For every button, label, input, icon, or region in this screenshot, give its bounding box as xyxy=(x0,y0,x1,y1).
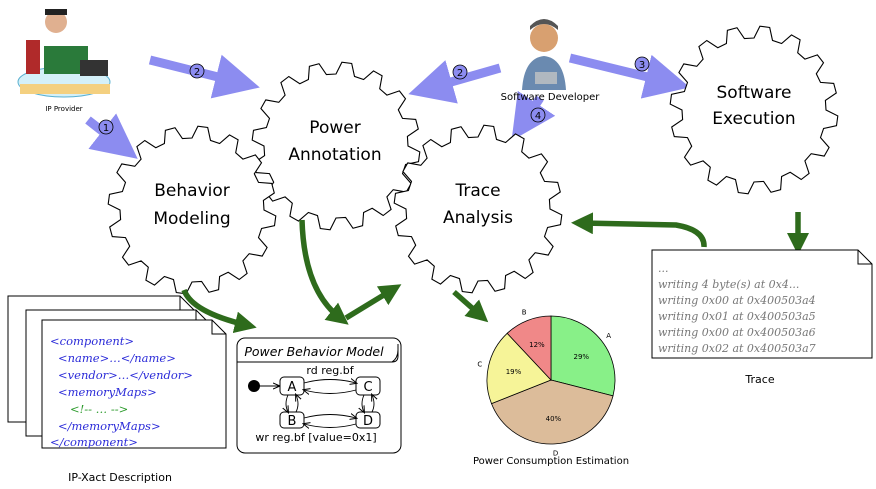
pie-slice-d xyxy=(490,379,614,445)
trace-line-ellipsis: ... xyxy=(658,262,669,275)
state-d xyxy=(355,411,381,429)
state-transitions xyxy=(286,380,374,428)
state-a-label: A xyxy=(288,380,297,395)
pie-label-d: D xyxy=(553,449,558,457)
arrow-developer-to-execution xyxy=(568,53,690,99)
gear-trace-analysis xyxy=(393,124,563,294)
gear-label-trace: Trace xyxy=(454,181,500,201)
trace-line-2: writing 0x00 at 0x400503a4 xyxy=(658,294,816,307)
gear-label-power: Power xyxy=(309,118,360,138)
pie-label-b: B xyxy=(522,309,527,317)
trace-line-4: writing 0x00 at 0x400503a6 xyxy=(658,326,816,339)
trace-line-5: writing 0x02 at 0x400503a7 xyxy=(658,342,816,355)
power-model-title: Power Behavior Model xyxy=(244,344,384,359)
ip-provider-illustration xyxy=(17,9,111,98)
state-a xyxy=(279,376,305,396)
xml-line-name: <name>…</name> xyxy=(58,351,176,365)
gear-label-modeling: Modeling xyxy=(153,209,230,229)
trace-line-1: writing 4 byte(s) at 0x4... xyxy=(658,278,799,291)
gear-label-behavior: Behavior xyxy=(154,181,230,201)
arrow-trace-to-analysis xyxy=(571,212,707,248)
green-arrows xyxy=(181,212,809,334)
pie-percent-b: 12% xyxy=(529,341,545,349)
arrow-annotation-to-model xyxy=(299,219,349,325)
trace-document xyxy=(651,249,873,359)
pie-title: Power Consumption Estimation xyxy=(473,456,629,467)
step-markers: 1 2 2 3 4 xyxy=(98,56,650,135)
pie-slice-b xyxy=(506,315,552,382)
step-2-developer: 2 xyxy=(457,68,463,79)
xml-line-component-open: <component> xyxy=(50,334,134,348)
xml-line-memorymaps-close: </memoryMaps> xyxy=(58,419,161,433)
xml-line-memorymaps-open: <memoryMaps> xyxy=(58,385,157,399)
pie-slice-a xyxy=(550,315,616,397)
pie-percent-c: 19% xyxy=(506,368,522,376)
power-model-bottom-label: wr reg.bf [value=0x1] xyxy=(255,431,376,444)
state-d-label: D xyxy=(363,414,373,429)
gear-label-execution: Execution xyxy=(712,109,795,129)
software-developer-illustration xyxy=(522,19,566,90)
step-3: 3 xyxy=(639,60,645,71)
initial-state-dot xyxy=(248,380,260,392)
state-b-label: B xyxy=(288,414,297,429)
step-4: 4 xyxy=(535,111,541,122)
gear-label-annotation: Annotation xyxy=(288,145,381,165)
pie-label-c: C xyxy=(477,361,482,369)
pie-percent-d: 40% xyxy=(546,415,562,423)
pie-percent-a: 29% xyxy=(574,353,590,361)
ip-provider-label: IP Provider xyxy=(45,105,82,113)
ipxact-documents xyxy=(7,295,227,449)
trace-caption: Trace xyxy=(744,373,774,386)
blue-arrows xyxy=(85,53,690,159)
state-c xyxy=(355,376,381,396)
arrow-developer-to-annotation xyxy=(408,60,502,104)
xml-line-comment: <!-- … --> xyxy=(70,402,128,416)
arrow-analysis-to-estimation xyxy=(452,289,489,323)
xml-line-vendor: <vendor>…</vendor> xyxy=(58,368,193,382)
software-developer-label: Software Developer xyxy=(501,92,601,103)
pie-label-a: A xyxy=(606,332,611,340)
gear-software-execution xyxy=(669,25,839,195)
power-model-top-label: rd reg.bf xyxy=(306,364,354,377)
gear-label-analysis: Analysis xyxy=(443,208,513,228)
pie-slice-c xyxy=(486,332,552,405)
step-2-provider: 2 xyxy=(194,67,200,78)
xml-line-component-close: </component> xyxy=(50,435,138,449)
step-1: 1 xyxy=(103,123,109,134)
state-b xyxy=(279,411,305,429)
trace-line-3: writing 0x01 at 0x400503a5 xyxy=(658,310,816,323)
gear-label-software: Software xyxy=(717,83,792,103)
gear-behavior-modeling xyxy=(107,125,277,295)
gear-power-annotation xyxy=(251,61,421,231)
state-c-label: C xyxy=(363,380,372,395)
power-consumption-pie: 29% A 40% D 19% C 12% B xyxy=(477,309,616,457)
ipxact-front-page xyxy=(41,319,227,449)
ipxact-caption: IP-Xact Description xyxy=(68,471,172,484)
arrow-modeling-to-model xyxy=(181,288,257,334)
arrow-model-to-analysis xyxy=(344,284,402,321)
arrow-developer-to-trace xyxy=(511,90,556,141)
